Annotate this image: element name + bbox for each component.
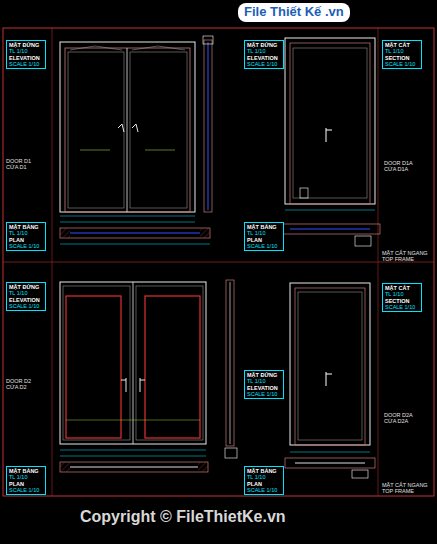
label-text: MẶT CẮT — [385, 285, 419, 291]
drawing-tag: MẶT ĐỨNGTL 1/10ELEVATIONSCALE 1/10 — [6, 40, 46, 69]
label-text: CỬA D1 — [6, 164, 31, 170]
label-text: File Thiết Kế .vn — [244, 5, 344, 20]
label-text: SCALE 1/10 — [247, 487, 281, 493]
label-text: SCALE 1/10 — [9, 61, 43, 67]
label-text: SCALE 1/10 — [247, 243, 281, 249]
label-text: PLAN — [247, 481, 281, 487]
drawing-tag: MẶT BẰNGTL 1/10PLANSCALE 1/10 — [6, 222, 46, 251]
label-text: TL 1/10 — [9, 48, 43, 54]
drawing-tag: MẶT BẰNGTL 1/10PLANSCALE 1/10 — [244, 222, 284, 251]
door-note: DOOR D1ACỬA D1A — [384, 160, 413, 173]
watermark: Copyright © FileThietKe.vn — [80, 508, 286, 526]
label-text: TL 1/10 — [385, 48, 419, 54]
label-text: DOOR D1A — [384, 160, 413, 166]
label-text: PLAN — [9, 481, 43, 487]
drawing-tag: MẶT BẰNGTL 1/10PLANSCALE 1/10 — [244, 466, 284, 495]
label-text: TL 1/10 — [385, 291, 419, 297]
label-text: MẶT ĐỨNG — [9, 42, 43, 48]
label-text: SCALE 1/10 — [247, 61, 281, 67]
label-text: CỬA D2A — [384, 418, 413, 424]
label-text: SCALE 1/10 — [9, 243, 43, 249]
label-text: SCALE 1/10 — [9, 303, 43, 309]
door-note: DOOR D2CỬA D2 — [6, 378, 31, 391]
label-text: SCALE 1/10 — [247, 391, 281, 397]
door-note: MẶT CẮT NGANGTOP FRAME — [382, 482, 428, 495]
label-text: PLAN — [247, 237, 281, 243]
label-text: ELEVATION — [9, 297, 43, 303]
label-text: SECTION — [385, 298, 419, 304]
label-text: MẶT CẮT NGANG — [382, 250, 428, 256]
label-text: PLAN — [9, 237, 43, 243]
label-text: TOP FRAME — [382, 256, 428, 262]
site-logo: File Thiết Kế .vn — [238, 3, 350, 22]
label-text: TL 1/10 — [247, 474, 281, 480]
label-text: TL 1/10 — [247, 230, 281, 236]
drawing-tag: MẶT ĐỨNGTL 1/10ELEVATIONSCALE 1/10 — [244, 370, 284, 399]
label-text: MẶT CẮT NGANG — [382, 482, 428, 488]
drawing-tag: MẶT ĐỨNGTL 1/10ELEVATIONSCALE 1/10 — [6, 282, 46, 311]
label-text: MẶT BẰNG — [247, 224, 281, 230]
door-note: MẶT CẮT NGANGTOP FRAME — [382, 250, 428, 263]
label-text: DOOR D1 — [6, 158, 31, 164]
label-text: SECTION — [385, 55, 419, 61]
label-text: TL 1/10 — [9, 474, 43, 480]
label-text: SCALE 1/10 — [9, 487, 43, 493]
label-text: CỬA D2 — [6, 384, 31, 390]
label-text: TL 1/10 — [9, 230, 43, 236]
label-text: ELEVATION — [247, 385, 281, 391]
label-text: MẶT ĐỨNG — [9, 284, 43, 290]
door-note: DOOR D2ACỬA D2A — [384, 412, 413, 425]
label-text: TL 1/10 — [247, 48, 281, 54]
label-text: TL 1/10 — [247, 378, 281, 384]
label-text: ELEVATION — [247, 55, 281, 61]
drawing-tag: MẶT CẮTTL 1/10SECTIONSCALE 1/10 — [382, 283, 422, 312]
door-note: DOOR D1CỬA D1 — [6, 158, 31, 171]
label-text: TL 1/10 — [9, 290, 43, 296]
label-text: DOOR D2A — [384, 412, 413, 418]
label-text: MẶT BẰNG — [9, 468, 43, 474]
drawing-tag: MẶT ĐỨNGTL 1/10ELEVATIONSCALE 1/10 — [244, 40, 284, 69]
label-text: SCALE 1/10 — [385, 304, 419, 310]
label-text: MẶT BẰNG — [9, 224, 43, 230]
drawing-tag: MẶT BẰNGTL 1/10PLANSCALE 1/10 — [6, 466, 46, 495]
label-text: CỬA D1A — [384, 166, 413, 172]
label-text: TOP FRAME — [382, 488, 428, 494]
label-text: DOOR D2 — [6, 378, 31, 384]
label-text: ELEVATION — [9, 55, 43, 61]
label-text: MẶT CẮT — [385, 42, 419, 48]
label-text: SCALE 1/10 — [385, 61, 419, 67]
label-text: MẶT ĐỨNG — [247, 372, 281, 378]
label-text: MẶT BẰNG — [247, 468, 281, 474]
drawing-tag: MẶT CẮTTL 1/10SECTIONSCALE 1/10 — [382, 40, 422, 69]
label-text: Copyright © FileThietKe.vn — [80, 508, 286, 526]
label-text: MẶT ĐỨNG — [247, 42, 281, 48]
